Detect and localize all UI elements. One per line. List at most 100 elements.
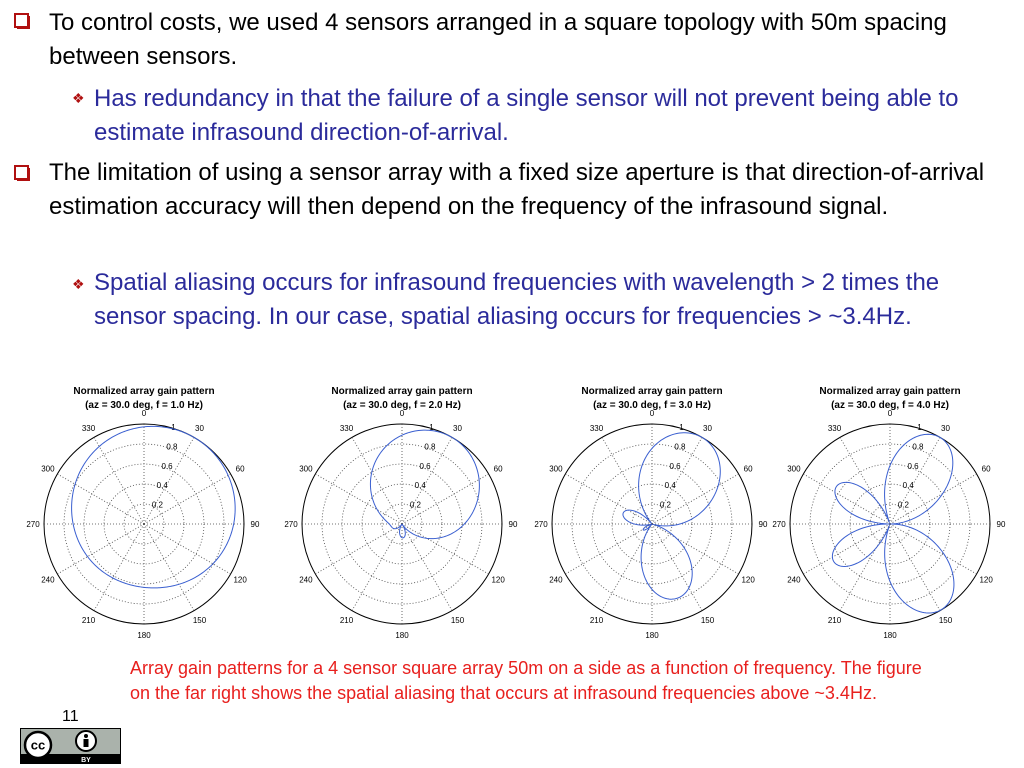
polar-plot-3: Normalized array gain pattern (az = 30.0 …	[528, 380, 778, 642]
gain-curve	[622, 432, 721, 600]
angle-tick-label: 0	[142, 409, 147, 418]
chart-title: Normalized array gain pattern	[581, 386, 722, 397]
chart-subtitle: (az = 30.0 deg, f = 2.0 Hz)	[343, 400, 461, 411]
angle-tick-label: 0	[650, 409, 655, 418]
radial-tick-label: 0.2	[410, 501, 422, 510]
gain-curve	[831, 433, 955, 614]
angle-tick-label: 330	[590, 424, 604, 433]
angle-spoke	[565, 523, 653, 575]
angle-spoke	[351, 523, 403, 611]
polar-plot-4: Normalized array gain pattern (az = 30.0 …	[766, 380, 1016, 642]
angle-tick-label: 330	[82, 424, 96, 433]
angle-tick-label: 180	[395, 631, 409, 640]
angle-tick-label: 330	[828, 424, 842, 433]
chart-title: Normalized array gain pattern	[73, 386, 214, 397]
angle-tick-label: 300	[549, 465, 563, 474]
polar-plot-1: Normalized array gain pattern (az = 30.0 …	[20, 380, 270, 642]
angle-spoke	[889, 523, 977, 575]
angle-tick-label: 300	[299, 465, 313, 474]
diamond-bullet-icon: ❖	[72, 90, 85, 106]
angle-tick-label: 180	[883, 631, 897, 640]
radial-tick-label: 0.4	[415, 481, 427, 490]
angle-tick-label: 150	[451, 616, 465, 625]
angle-tick-label: 120	[979, 576, 993, 585]
angle-tick-label: 60	[494, 465, 503, 474]
angle-tick-label: 270	[534, 520, 548, 529]
angle-tick-label: 210	[340, 616, 354, 625]
angle-tick-label: 270	[772, 520, 786, 529]
angle-tick-label: 0	[888, 409, 893, 418]
radial-tick-label: 0.2	[152, 501, 164, 510]
angle-tick-label: 30	[195, 424, 204, 433]
radial-tick-label: 0.4	[903, 481, 915, 490]
angle-tick-label: 180	[137, 631, 151, 640]
angle-spoke	[57, 473, 145, 525]
angle-tick-label: 240	[41, 576, 55, 585]
angle-tick-label: 210	[590, 616, 604, 625]
angle-tick-label: 210	[828, 616, 842, 625]
bullet-2: The limitation of using a sensor array w…	[49, 159, 985, 220]
angle-tick-label: 60	[982, 465, 991, 474]
bullet-1-sub: Has redundancy in that the failure of a …	[94, 85, 959, 146]
angle-tick-label: 180	[645, 631, 659, 640]
angle-tick-label: 210	[82, 616, 96, 625]
checkbox-bullet-icon	[14, 165, 30, 181]
radial-tick-label: 0.8	[424, 442, 436, 451]
angle-tick-label: 0	[400, 409, 405, 418]
angle-tick-label: 90	[997, 520, 1006, 529]
angle-tick-label: 300	[787, 465, 801, 474]
polar-svg: Normalized array gain pattern(az = 30.0 …	[284, 386, 518, 640]
angle-spoke	[839, 523, 891, 611]
polar-plot-2: Normalized array gain pattern(az = 30.0 …	[278, 380, 528, 642]
angle-spoke	[351, 437, 403, 525]
radial-grid-circle	[123, 503, 165, 545]
radial-tick-label: 1	[917, 423, 922, 432]
polar-svg: Normalized array gain pattern (az = 30.0 …	[772, 386, 1006, 640]
radial-tick-label: 0.6	[420, 462, 432, 471]
angle-tick-label: 30	[703, 424, 712, 433]
gain-curve	[71, 425, 236, 589]
angle-spoke	[57, 523, 145, 575]
chart-subtitle: (az = 30.0 deg, f = 3.0 Hz)	[593, 400, 711, 411]
angle-tick-label: 120	[741, 576, 755, 585]
angle-spoke	[93, 437, 145, 525]
chart-subtitle: (az = 30.0 deg, f = 4.0 Hz)	[831, 400, 949, 411]
radial-tick-label: 1	[679, 423, 684, 432]
angle-tick-label: 30	[453, 424, 462, 433]
angle-spoke	[889, 523, 941, 611]
cc-by-license-icon[interactable]: cc BY	[20, 728, 121, 764]
page-number: 11	[62, 708, 79, 725]
angle-tick-label: 120	[491, 576, 505, 585]
radial-tick-label: 0.2	[660, 501, 672, 510]
angle-spoke	[651, 523, 739, 575]
angle-spoke	[93, 523, 145, 611]
radial-tick-label: 0.8	[166, 442, 178, 451]
radial-grid-circle	[809, 443, 971, 605]
angle-tick-label: 270	[26, 520, 40, 529]
diamond-bullet-icon: ❖	[72, 276, 85, 292]
radial-grid-circle	[321, 443, 483, 605]
by-label: BY	[81, 757, 91, 764]
angle-tick-label: 120	[233, 576, 247, 585]
radial-tick-label: 1	[429, 423, 434, 432]
angle-tick-label: 90	[759, 520, 768, 529]
angle-tick-label: 300	[41, 465, 55, 474]
angle-spoke	[143, 523, 231, 575]
angle-spoke	[315, 473, 403, 525]
radial-tick-label: 0.6	[162, 462, 174, 471]
angle-tick-label: 150	[193, 616, 207, 625]
angle-tick-label: 330	[340, 424, 354, 433]
bullet-1: To control costs, we used 4 sensors arra…	[49, 9, 947, 70]
angle-tick-label: 150	[701, 616, 715, 625]
radial-tick-label: 0.4	[665, 481, 677, 490]
angle-spoke	[401, 523, 489, 575]
radial-grid-circle	[63, 443, 225, 605]
chart-title: Normalized array gain pattern	[819, 386, 960, 397]
angle-spoke	[315, 523, 403, 575]
radial-grid-circle	[631, 503, 673, 545]
chart-subtitle: (az = 30.0 deg, f = 1.0 Hz)	[85, 400, 203, 411]
radial-tick-label: 0.8	[912, 442, 924, 451]
angle-tick-label: 240	[549, 576, 563, 585]
angle-spoke	[651, 523, 703, 611]
gain-curve	[369, 429, 480, 540]
